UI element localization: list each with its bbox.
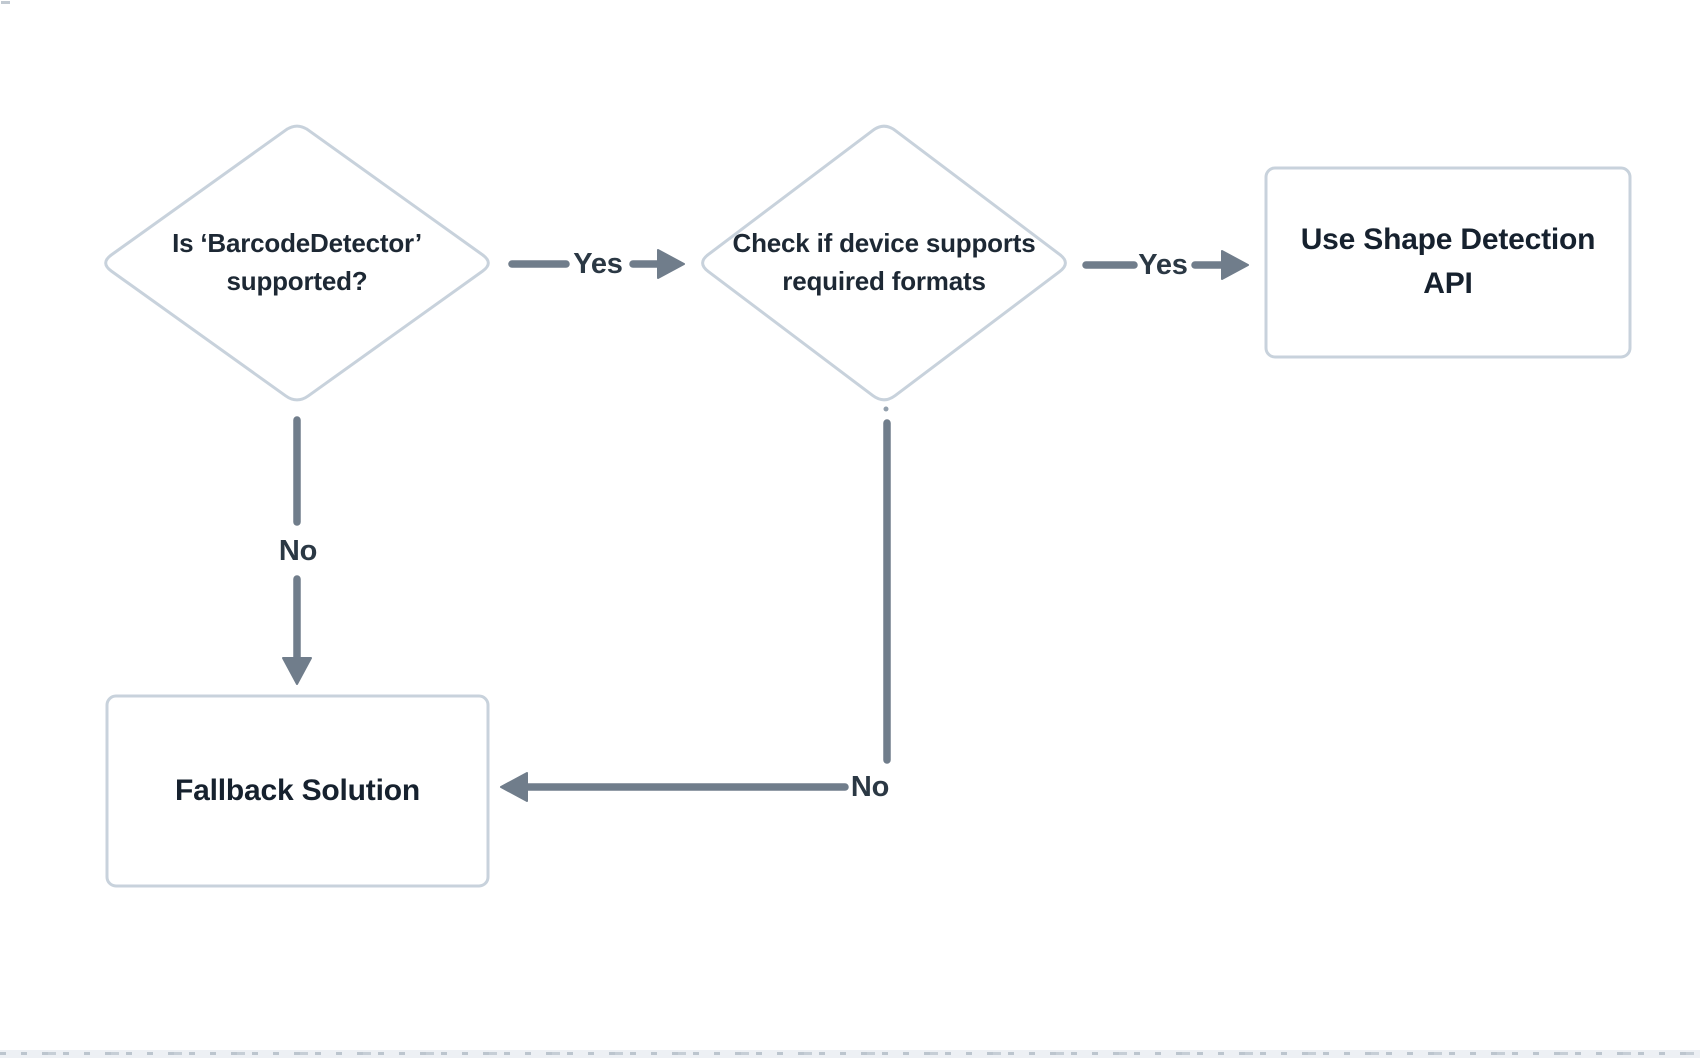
arrow-yes-2-head	[1221, 250, 1249, 280]
edge-label-no-2: No	[850, 771, 890, 803]
cutoff-bottom-text-strip	[0, 1050, 1700, 1058]
edge-label-yes-1: Yes	[573, 248, 623, 280]
edge-label-no-1: No	[278, 535, 318, 567]
edge-label-yes-2: Yes	[1138, 249, 1188, 281]
node-label-line: Is ‘BarcodeDetector’	[172, 228, 422, 258]
decision-barcode-supported-label: Is ‘BarcodeDetector’ supported?	[117, 224, 477, 300]
node-label-line: Use Shape Detection	[1300, 223, 1596, 256]
arrow-yes-1-head	[657, 249, 685, 279]
use-shape-api-label: Use Shape Detection API	[1268, 218, 1628, 306]
decision-barcode-supported-shape	[104, 124, 490, 402]
use-shape-api-box	[1264, 166, 1632, 359]
node-label-line: API	[1423, 267, 1473, 300]
node-label-line: Check if device supports	[732, 228, 1036, 258]
fallback-box	[105, 694, 490, 888]
arrow-no-1-head	[282, 657, 312, 685]
decision-formats-shape	[701, 124, 1067, 402]
cutoff-text-artifact	[1, 1, 10, 4]
fallback-label: Fallback Solution	[175, 774, 420, 807]
node-label-line: required formats	[782, 266, 986, 296]
decision-formats-label: Check if device supports required format…	[704, 224, 1064, 300]
node-label-line: supported?	[226, 266, 368, 296]
arrow-no-2-head	[500, 772, 528, 802]
cutoff-bottom-text-marks	[0, 1052, 1700, 1055]
edge-junction-dot	[883, 406, 889, 412]
